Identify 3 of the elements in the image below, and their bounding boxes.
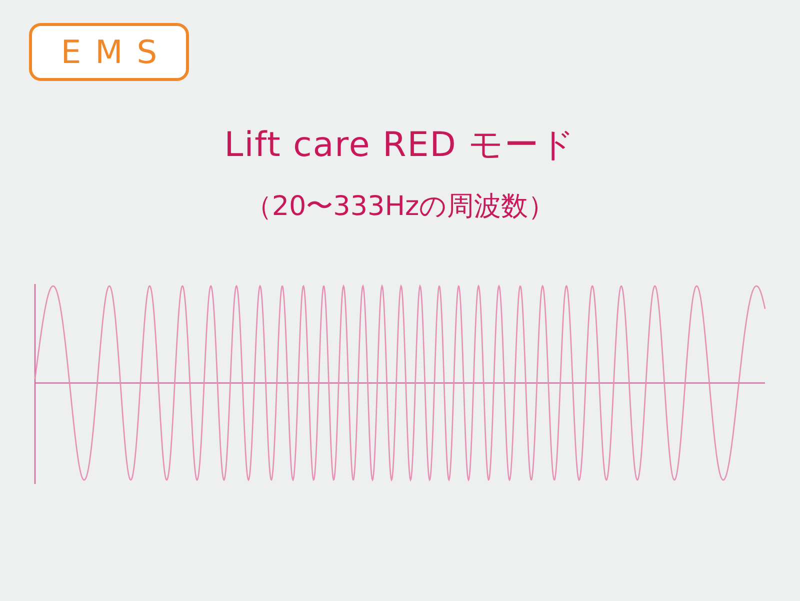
mode-badge: EMS <box>29 23 189 81</box>
title: Lift care RED モード <box>224 124 576 167</box>
frequency-range-note: （20〜333Hzの周波数） <box>244 190 556 224</box>
